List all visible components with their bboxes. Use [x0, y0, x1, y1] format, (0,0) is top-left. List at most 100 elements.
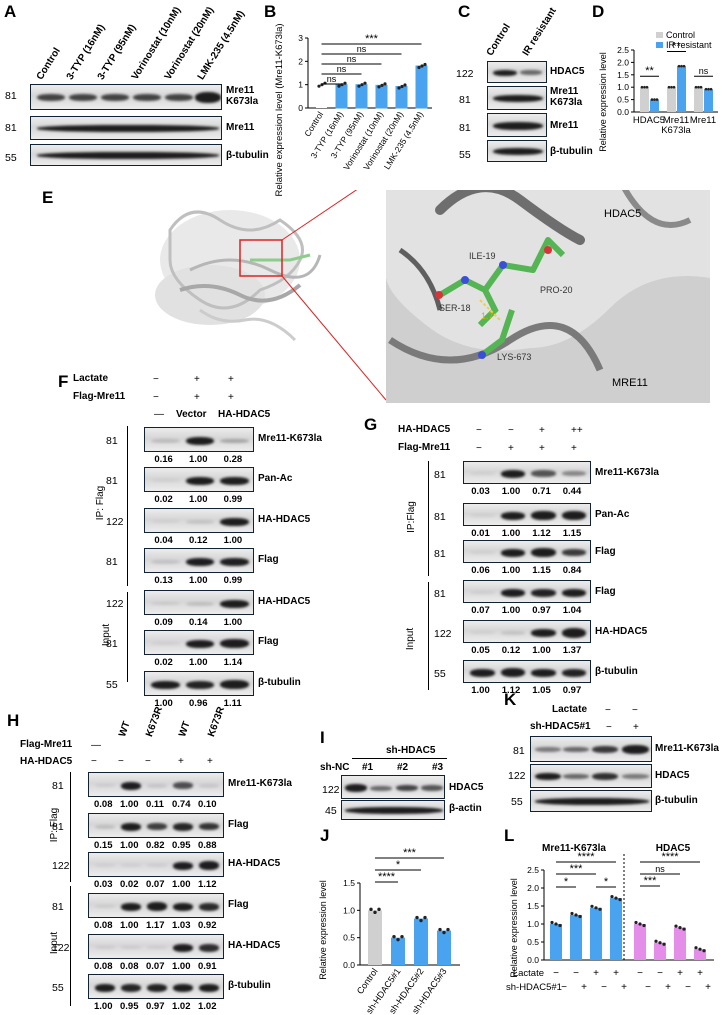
data-point: [642, 923, 646, 928]
condition-label: Lactate: [552, 704, 588, 715]
bar: [391, 937, 405, 965]
bar: [375, 84, 388, 109]
blot-mre11-k673la: [30, 84, 222, 110]
data-point: [400, 84, 404, 89]
mw-marker: 122: [456, 68, 474, 80]
condition-value: WT: [177, 720, 193, 739]
y-tick-label: 1.5: [527, 901, 539, 911]
quant-value: 1.00: [223, 535, 243, 546]
chart-j-plot: 0.00.51.01.5Controlsh-HDAC5#1sh-HDAC5#2s…: [343, 847, 460, 1015]
row-value: +: [705, 982, 711, 993]
row-value: −: [637, 968, 643, 979]
data-point: [618, 897, 622, 902]
panel-label-k: K: [504, 690, 517, 709]
chart-j: Relative expression level 0.00.51.01.5Co…: [318, 847, 460, 1015]
blot-label: HDAC5: [449, 782, 484, 793]
blot-label: β-tubulin: [550, 146, 593, 157]
quant-value: 0.10: [198, 799, 217, 810]
row-value: +: [613, 968, 619, 979]
quant-value: 0.97: [146, 1001, 165, 1012]
blot-mre11-k673la: [88, 772, 224, 797]
bar: [654, 942, 666, 960]
quant-value: 0.08: [94, 799, 113, 810]
sig-label: ns: [699, 66, 709, 76]
condition-value: +: [633, 722, 639, 733]
blot-label: β-tubulin: [228, 980, 271, 991]
condition-value: −: [145, 756, 151, 767]
data-point: [702, 949, 706, 953]
panel-label-d: D: [592, 2, 605, 21]
y-axis-label: Relative expression level: [509, 878, 519, 978]
panel-label-l: L: [504, 826, 515, 845]
quant-value: 0.01: [471, 528, 490, 539]
data-point: [598, 907, 602, 911]
quant-value: 1.00: [223, 617, 243, 628]
quant-value: 1.00: [189, 657, 208, 668]
quant-value: 0.74: [172, 799, 191, 810]
condition-value: −: [605, 705, 611, 716]
data-point: [594, 906, 598, 910]
blot-hdac5: [530, 764, 652, 788]
sig-label: *: [396, 859, 401, 871]
blot-label: Mre11-K673la: [258, 433, 322, 444]
zoom-line: [281, 190, 358, 241]
quant-value: 1.03: [172, 920, 191, 931]
data-point: [670, 85, 673, 89]
y-tick-label: 0.5: [527, 937, 539, 947]
x-tick-label: Mre11: [663, 115, 689, 126]
quant-value: 0.09: [154, 617, 173, 628]
lane-label: sh-NC: [320, 762, 350, 773]
data-point: [578, 914, 582, 919]
label-pro20: PRO-20: [540, 285, 573, 295]
lane-label: Control: [484, 22, 513, 58]
quant-value: 1.00: [189, 575, 208, 586]
overview-structure: [155, 210, 322, 342]
data-point: [417, 65, 421, 70]
quant-value: 1.00: [501, 565, 521, 576]
data-point: [650, 98, 654, 101]
blot-label: Flag: [595, 546, 616, 557]
row-value: +: [665, 982, 671, 993]
blot-flag: [144, 548, 254, 573]
data-point: [643, 85, 646, 89]
blot-mre11: [487, 113, 547, 137]
label-ser18: SER-18: [439, 303, 471, 313]
y-tick-label: 0.0: [617, 107, 629, 117]
bar: [368, 910, 382, 965]
condition-value: −: [476, 443, 482, 454]
quant-value: 1.00: [189, 454, 208, 465]
panel-label-e: E: [42, 188, 54, 207]
panel-label-a: A: [4, 2, 17, 21]
y-tick-label: 1.0: [527, 919, 539, 929]
y-axis-label: Relative expression level (Mre11-K673la): [274, 23, 285, 196]
bar: [550, 924, 562, 960]
quant-value: 0.15: [94, 840, 113, 851]
condition-value: +: [207, 756, 213, 767]
blot-label: HDAC5: [655, 770, 690, 781]
mw-marker: 122: [106, 516, 124, 528]
label-mre11: MRE11: [612, 377, 648, 389]
data-point: [438, 927, 442, 932]
ip-label: IP:Flag: [405, 501, 417, 533]
data-point: [590, 904, 594, 908]
blot-label: β-actin: [449, 803, 482, 814]
blot-beta-tubulin: [30, 144, 222, 166]
quant-value: 0.07: [471, 605, 490, 616]
mw-marker: 81: [434, 511, 446, 523]
sig-label: ***: [570, 863, 584, 875]
mw-marker: 122: [434, 628, 452, 640]
row-value: −: [601, 982, 607, 993]
mw-marker: 122: [52, 860, 70, 872]
data-point: [419, 918, 423, 923]
blot-label: β-tubulin: [595, 666, 638, 677]
sig-label: **: [645, 65, 654, 77]
mw-marker: 55: [434, 668, 446, 680]
blot-label: Flag: [258, 636, 279, 647]
data-point: [396, 937, 400, 942]
condition-value: WT: [117, 720, 133, 739]
data-point: [709, 87, 713, 91]
y-tick-label: 2.0: [617, 57, 629, 67]
x-tick-label: HDAC5: [633, 115, 665, 126]
quant-value: 0.08: [120, 961, 139, 972]
